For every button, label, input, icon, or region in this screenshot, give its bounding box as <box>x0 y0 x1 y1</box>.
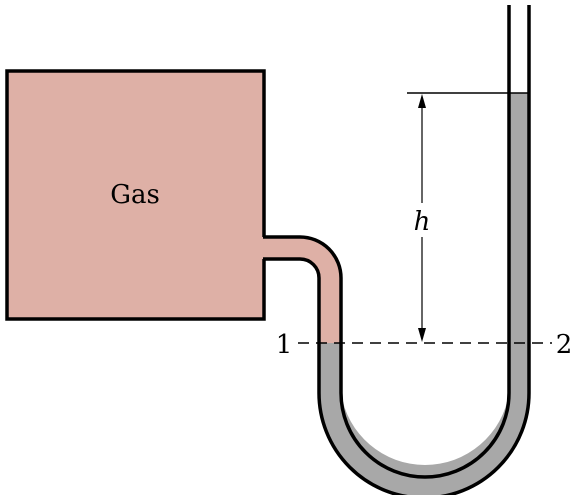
point-1-label: 1 <box>276 330 293 360</box>
height-label: h <box>414 207 431 237</box>
height-arrow-down <box>418 328 426 342</box>
gas-connector-pipe <box>262 237 341 343</box>
point-2-label: 2 <box>556 330 573 360</box>
gas-tank <box>5 69 266 321</box>
height-label-mask <box>412 203 434 237</box>
height-arrow-up <box>418 94 426 108</box>
gas-label: Gas <box>110 180 160 210</box>
tube-outer-wall <box>263 5 511 479</box>
tube-inner-wall <box>263 5 531 495</box>
